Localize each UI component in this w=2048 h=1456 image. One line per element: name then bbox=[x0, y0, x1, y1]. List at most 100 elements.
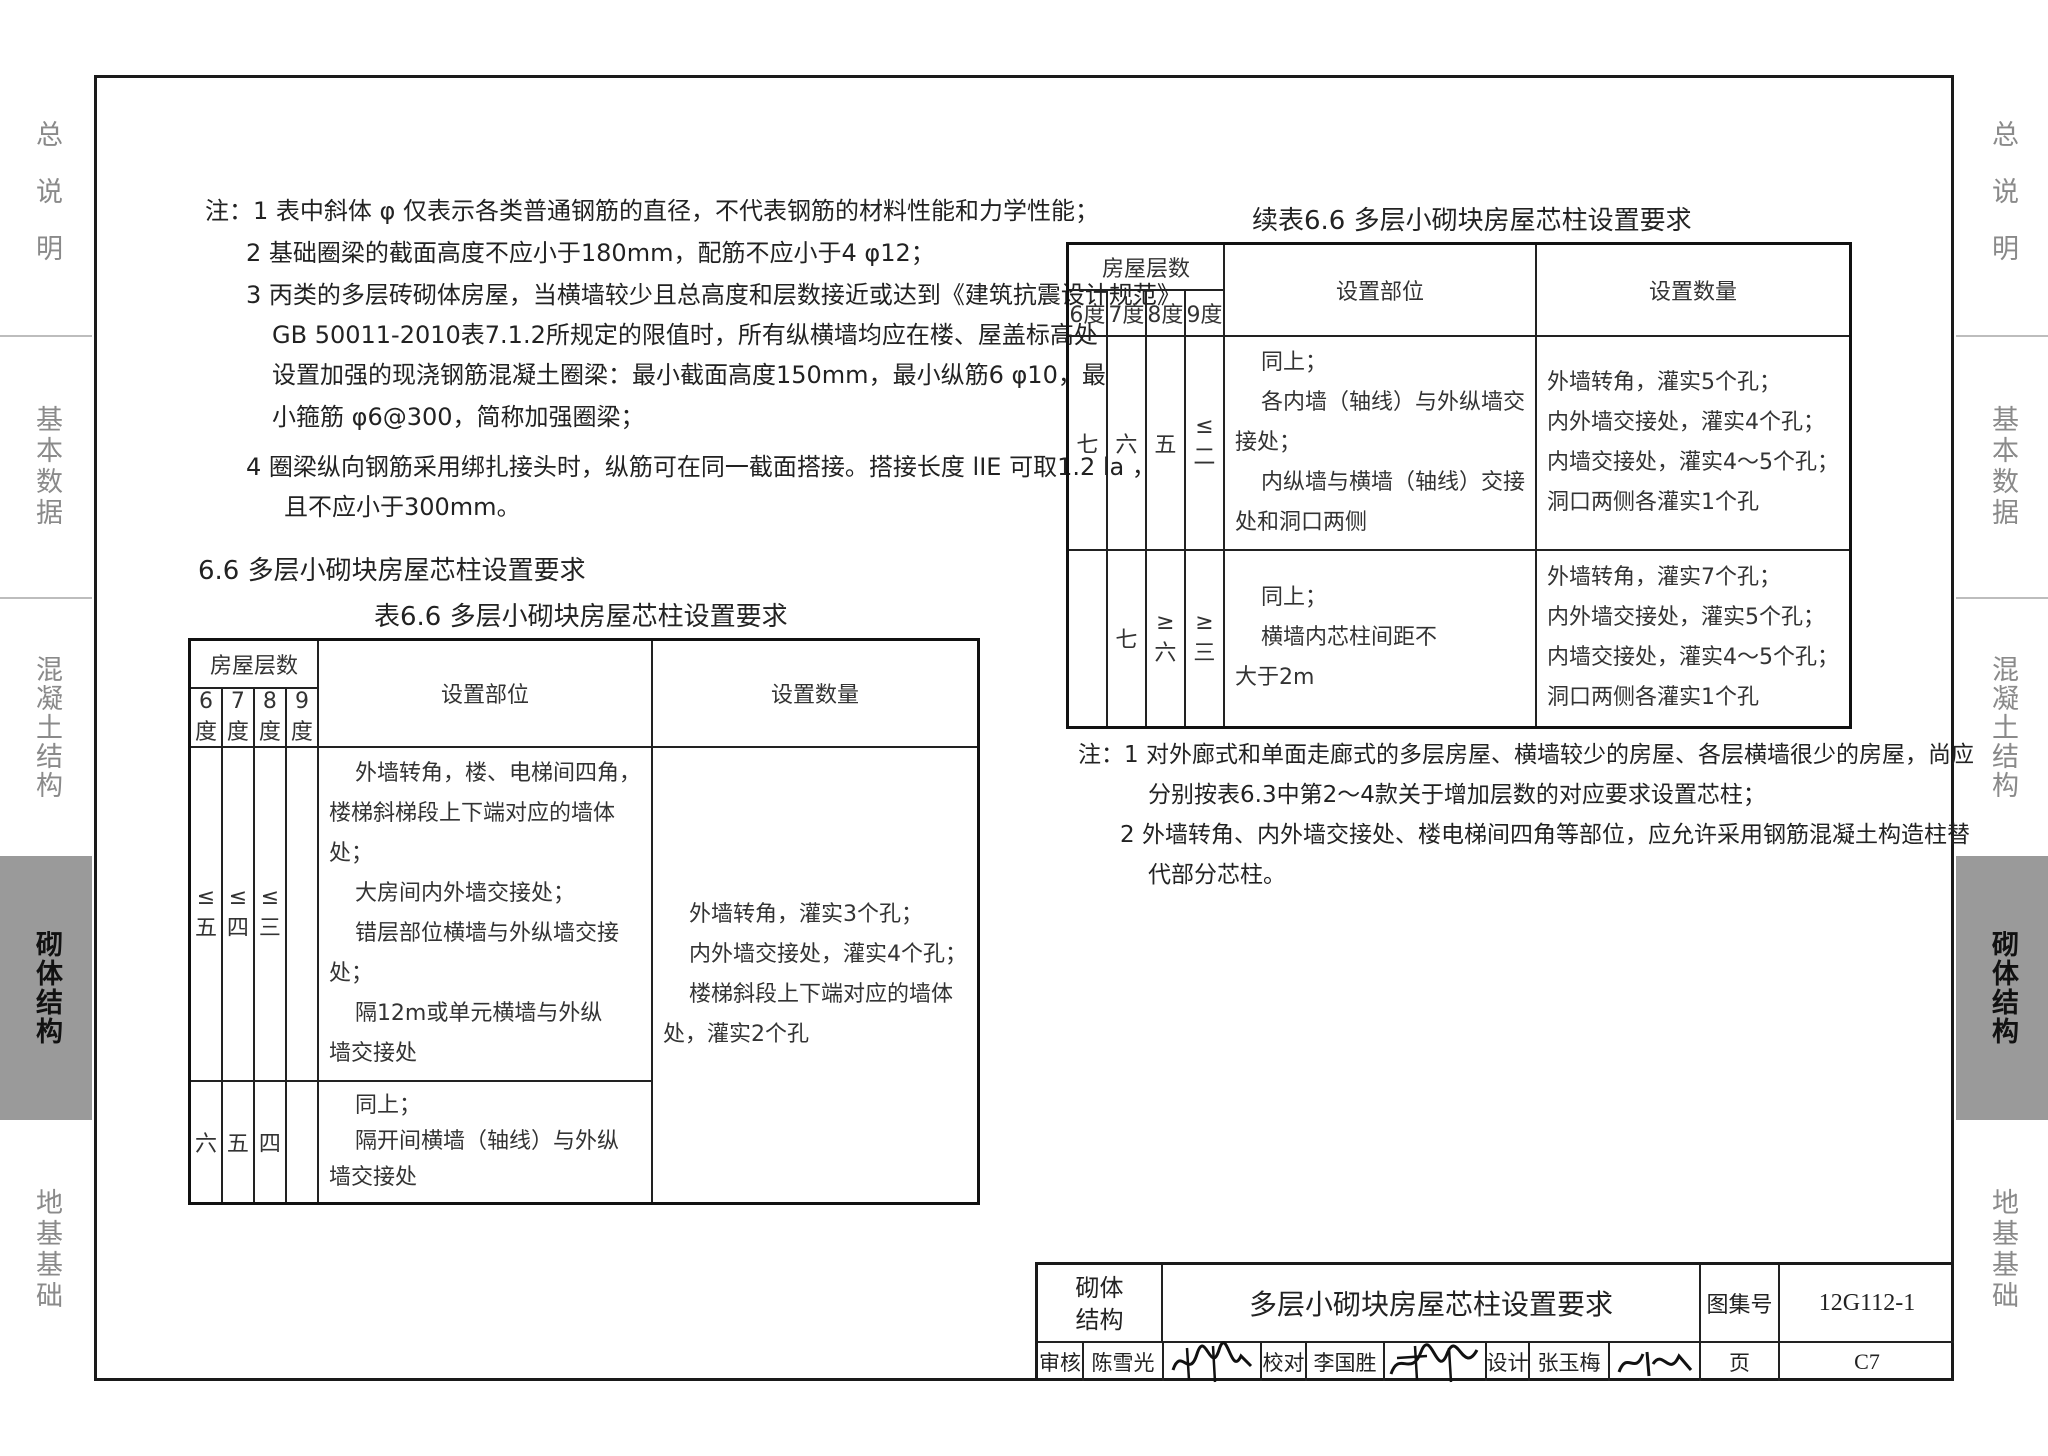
note-line: 3 丙类的多层砖砌体房屋，当横墙较少且总高度和层数接近或达到《建筑抗震设计规范》 bbox=[246, 281, 1181, 309]
cell-line: 外墙转角，灌实7个孔； bbox=[1546, 565, 1781, 591]
tab-label: 总说明 bbox=[31, 119, 62, 291]
cell-line: 处； bbox=[328, 960, 373, 986]
col-header-quantity: 设置数量 bbox=[1534, 242, 1852, 337]
cell-line: 大房间内外墙交接处； bbox=[354, 880, 575, 906]
tab-basic-data[interactable]: 基本数据 bbox=[0, 337, 92, 597]
atlas-number: 12G112-1 bbox=[1818, 1289, 1916, 1316]
cell-line: 楼梯斜梯段上下端对应的墙体 bbox=[328, 800, 615, 826]
drawing-frame bbox=[94, 75, 1954, 1381]
cell-line: 各内墙（轴线）与外纵墙交 bbox=[1260, 389, 1525, 415]
category-line: 砌体 bbox=[1075, 1274, 1124, 1302]
designer-signature bbox=[1610, 1343, 1699, 1381]
cell-line: 内外墙交接处，灌实5个孔； bbox=[1546, 605, 1825, 631]
location-cell: 同上； 横墙内芯柱间距不 大于2m bbox=[1222, 548, 1537, 729]
note-line: 4 圈梁纵向钢筋采用绑扎接头时，纵筋可在同一截面搭接。搭接长度 lIE 可取1.… bbox=[246, 453, 1156, 481]
right-side-tabs: 总说明 基本数据 混凝土结构 砌体结构 地基基础 bbox=[1956, 0, 2048, 1456]
title-block: 砌体 结构 多层小砌块房屋芯柱设置要求 图集号 12G112-1 审核 陈雪光 … bbox=[1035, 1262, 1954, 1383]
tab-foundation[interactable]: 地基基础 bbox=[1956, 1120, 2048, 1380]
left-side-tabs: 总说明 基本数据 混凝土结构 砌体结构 地基基础 bbox=[0, 0, 92, 1456]
section-heading: 6.6 多层小砌块房屋芯柱设置要求 bbox=[198, 556, 586, 586]
tab-general[interactable]: 总说明 bbox=[1956, 75, 2048, 335]
tab-label: 总说明 bbox=[1987, 119, 2018, 291]
cell-line: 同上； bbox=[354, 1092, 421, 1118]
cell-line: 处，灌实2个孔 bbox=[662, 1021, 809, 1047]
location-cell: 同上； 隔开间横墙（轴线）与外纵 墙交接处 bbox=[316, 1079, 653, 1204]
tab-masonry[interactable]: 砌体结构 bbox=[0, 856, 92, 1120]
category-line: 结构 bbox=[1075, 1306, 1124, 1334]
group-header: 房屋层数 bbox=[1066, 242, 1225, 291]
table-cell: ≥三 bbox=[1183, 548, 1225, 729]
table-cell: 四 bbox=[252, 1079, 287, 1204]
tab-label: 混凝土结构 bbox=[31, 655, 62, 800]
cell-line: 墙交接处 bbox=[328, 1164, 417, 1190]
table-cell bbox=[1066, 548, 1108, 729]
page-number: C7 bbox=[1854, 1349, 1880, 1374]
tab-label: 混凝土结构 bbox=[1987, 655, 2018, 800]
designer-name: 张玉梅 bbox=[1537, 1351, 1601, 1375]
category-label: 砌体 结构 bbox=[1038, 1267, 1161, 1341]
note-line: 2 基础圈梁的截面高度不应小于180mm，配筋不应小于4 φ12； bbox=[246, 239, 935, 267]
table-cell: 五 bbox=[220, 1079, 255, 1204]
cell-line: 内外墙交接处，灌实4个孔； bbox=[688, 941, 967, 967]
cell-line: 处和洞口两侧 bbox=[1234, 509, 1367, 535]
tab-general[interactable]: 总说明 bbox=[0, 75, 92, 335]
cell-line: 内外墙交接处，灌实4个孔； bbox=[1546, 409, 1825, 435]
table-cell: ≤五 bbox=[188, 745, 223, 1082]
tab-label: 基本数据 bbox=[31, 405, 62, 529]
tab-label: 砌体结构 bbox=[1987, 930, 2018, 1046]
cell-line: 洞口两侧各灌实1个孔 bbox=[1546, 685, 1759, 711]
location-cell: 外墙转角，楼、电梯间四角， 楼梯斜梯段上下端对应的墙体 处； 大房间内外墙交接处… bbox=[316, 745, 653, 1082]
table-cell: 六 bbox=[1105, 334, 1147, 551]
location-cell: 同上； 各内墙（轴线）与外纵墙交 接处； 内纵墙与横墙（轴线）交接 处和洞口两侧 bbox=[1222, 334, 1537, 551]
tab-concrete[interactable]: 混凝土结构 bbox=[1956, 599, 2048, 856]
reviewer-signature bbox=[1164, 1341, 1260, 1383]
degree-header: 6度 bbox=[188, 686, 223, 748]
note-line: 2 外墙转角、内外墙交接处、楼电梯间四角等部位，应允许采用钢筋混凝土构造柱替 bbox=[1120, 822, 1970, 848]
table-cell: ≤四 bbox=[220, 745, 255, 1082]
cell-line: 外墙转角，灌实3个孔； bbox=[688, 901, 923, 927]
cell-line: 墙交接处 bbox=[328, 1040, 417, 1066]
tab-label: 地基基础 bbox=[1987, 1188, 2018, 1312]
note-line: 注：1 对外廊式和单面走廊式的多层房屋、横墙较少的房屋、各层横墙很少的房屋，尚应 bbox=[1078, 742, 1974, 768]
table-cell: ≥六 bbox=[1144, 548, 1186, 729]
degree-header: 7度 bbox=[1105, 288, 1147, 337]
design-label: 设计 bbox=[1486, 1351, 1529, 1375]
table-cell: ≤三 bbox=[252, 745, 287, 1082]
tab-masonry[interactable]: 砌体结构 bbox=[1956, 856, 2048, 1120]
table-cell: 六 bbox=[188, 1079, 223, 1204]
group-header: 房屋层数 bbox=[188, 638, 319, 689]
cell-line: 横墙内芯柱间距不 bbox=[1260, 625, 1437, 651]
cell-line: 楼梯斜段上下端对应的墙体 bbox=[688, 981, 953, 1007]
cell-line: 错层部位横墙与外纵墙交接 bbox=[354, 920, 619, 946]
drawing-title: 多层小砌块房屋芯柱设置要求 bbox=[1248, 1288, 1613, 1321]
note-line: 设置加强的现浇钢筋混凝土圈梁：最小截面高度150mm，最小纵筋6 φ10，最 bbox=[272, 361, 1106, 389]
table2-caption: 续表6.6 多层小砌块房屋芯柱设置要求 bbox=[1252, 206, 1692, 236]
cell-line: 内纵墙与横墙（轴线）交接 bbox=[1260, 469, 1525, 495]
note-line: 注：1 表中斜体 φ 仅表示各类普通钢筋的直径，不代表钢筋的材料性能和力学性能； bbox=[205, 197, 1099, 225]
review-label: 审核 bbox=[1039, 1351, 1081, 1375]
reviewer-name: 陈雪光 bbox=[1091, 1351, 1155, 1375]
cell-line: 接处； bbox=[1234, 429, 1301, 455]
table1-caption: 表6.6 多层小砌块房屋芯柱设置要求 bbox=[374, 602, 788, 632]
degree-header: 6度 bbox=[1066, 288, 1108, 337]
note-line: 代部分芯柱。 bbox=[1148, 862, 1286, 888]
col-header-quantity: 设置数量 bbox=[650, 638, 980, 748]
tab-foundation[interactable]: 地基基础 bbox=[0, 1120, 92, 1380]
tab-basic-data[interactable]: 基本数据 bbox=[1956, 337, 2048, 597]
tab-concrete[interactable]: 混凝土结构 bbox=[0, 599, 92, 856]
col-header-location: 设置部位 bbox=[1222, 242, 1537, 337]
tab-label: 基本数据 bbox=[1987, 405, 2018, 529]
cell-line: 同上； bbox=[1260, 585, 1327, 611]
degree-header: 8度 bbox=[1144, 288, 1186, 337]
tab-label: 地基基础 bbox=[31, 1188, 62, 1312]
cell-line: 内墙交接处，灌实4～5个孔； bbox=[1546, 449, 1839, 475]
table-cell: ≤二 bbox=[1183, 334, 1225, 551]
degree-header: 9度 bbox=[1183, 288, 1225, 337]
table-cell: 七 bbox=[1105, 548, 1147, 729]
note-line: 分别按表6.3中第2～4款关于增加层数的对应要求设置芯柱； bbox=[1148, 782, 1766, 808]
cell-line: 处； bbox=[328, 840, 373, 866]
cell-line: 同上； bbox=[1260, 349, 1327, 375]
table-6-6: 房屋层数 设置部位 设置数量 6度 7度 8度 9度 ≤五 ≤四 ≤三 外墙转角… bbox=[188, 638, 980, 1205]
page-label: 页 bbox=[1729, 1351, 1750, 1375]
cell-line: 内墙交接处，灌实4～5个孔； bbox=[1546, 645, 1839, 671]
